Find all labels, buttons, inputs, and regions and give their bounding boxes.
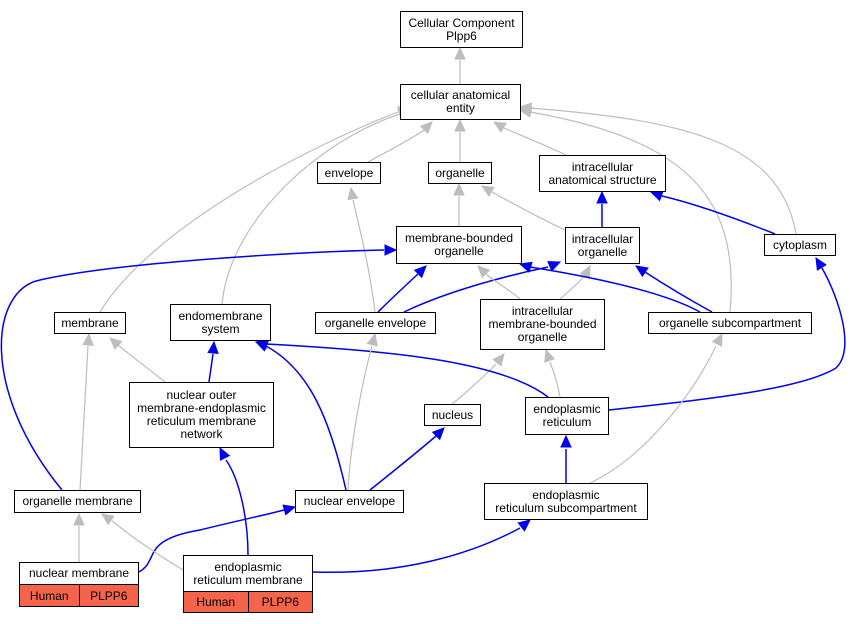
gene-badge: PLPP6 <box>78 585 139 606</box>
node-organelle-envelope[interactable]: organelle envelope <box>315 312 436 334</box>
arrowhead <box>517 519 531 532</box>
arrowhead <box>518 106 533 118</box>
node-organelle-membrane[interactable]: organelle membrane <box>14 490 141 513</box>
arrowhead <box>579 264 591 279</box>
arrowhead <box>453 182 465 196</box>
arrowhead <box>109 337 123 350</box>
edge-nucenv-to-nucleus <box>369 427 445 491</box>
edge-orgenv-to-envelope <box>347 186 376 313</box>
arrowhead <box>73 512 85 526</box>
edge-mbo-to-organelle <box>453 182 465 226</box>
edge-er-to-cytoplasm <box>608 256 846 411</box>
edge-nomern-to-endomembrane <box>207 340 219 383</box>
edge-membrane-to-cae <box>99 106 412 313</box>
edge-organelle-to-cae <box>454 118 466 162</box>
node-er-subcompartment[interactable]: endoplasmic reticulum subcompartment <box>484 483 648 520</box>
arrowhead <box>254 340 269 352</box>
node-intracellular-membrane-bounded-organelle[interactable]: intracellular membrane-bounded organelle <box>480 299 605 350</box>
edge-orgmem-to-membrane <box>79 332 94 491</box>
arrowhead <box>711 332 723 347</box>
arrowhead <box>492 121 507 133</box>
edge-nucenv-to-orgenv <box>347 332 378 491</box>
arrowhead <box>518 261 533 273</box>
node-cellular-anatomical-entity[interactable]: cellular anatomical entity <box>400 84 521 120</box>
edge-orgenv-to-mbo <box>377 265 427 313</box>
arrowhead <box>544 348 556 363</box>
edge-ermem-to-ersub <box>312 519 531 574</box>
edge-orgmem-to-mbo <box>0 244 398 491</box>
edge-nucmem-to-orgmem <box>73 512 85 562</box>
arrowhead <box>347 186 359 201</box>
arrowhead <box>366 332 378 347</box>
node-nuclear-membrane[interactable]: nuclear membrane <box>19 562 139 585</box>
node-endomembrane-system[interactable]: endomembrane system <box>170 304 271 341</box>
edge-nucmem-to-nucenv <box>138 504 297 573</box>
arrowhead <box>480 185 495 197</box>
node-nuclear-outer-membrane-er-network[interactable]: nuclear outer membrane-endoplasmic retic… <box>129 382 274 448</box>
arrowhead <box>413 265 427 279</box>
edge-io-to-ias <box>596 190 608 227</box>
arrowhead <box>82 332 94 346</box>
edge-io-to-organelle <box>480 185 566 231</box>
node-er-membrane[interactable]: endoplasmic reticulum membrane <box>183 555 313 592</box>
edge-orgsub-to-cae <box>518 106 732 313</box>
annotation-row-nuclear-membrane: Human PLPP6 <box>19 584 139 607</box>
node-intracellular-anatomical-structure[interactable]: intracellular anatomical structure <box>539 155 666 192</box>
edge-orgenv-to-io <box>403 261 562 313</box>
edge-er-to-imbo <box>544 348 561 398</box>
arrowhead <box>492 353 505 367</box>
arrowhead <box>454 118 466 132</box>
arrowhead <box>454 46 466 60</box>
node-organelle-subcompartment[interactable]: organelle subcompartment <box>648 312 812 334</box>
node-endoplasmic-reticulum[interactable]: endoplasmic reticulum <box>525 397 609 435</box>
edge-cae-to-root <box>454 46 466 84</box>
edge-imbo-to-mbo <box>477 265 521 300</box>
gene-badge: PLPP6 <box>247 592 313 612</box>
species-badge: Human <box>196 595 236 609</box>
arrowhead <box>219 446 231 461</box>
edge-orgsub-to-mbo <box>518 261 701 313</box>
edge-ersub-to-orgsub <box>589 332 723 484</box>
edge-endomembrane-to-cae <box>221 108 412 305</box>
arrowhead <box>560 434 572 448</box>
arrowhead <box>431 427 445 441</box>
arrowhead <box>384 244 398 256</box>
arrowhead <box>282 504 297 516</box>
node-cellular-component-root[interactable]: Cellular Component Plpp6 <box>400 11 523 48</box>
edge-nomern-to-membrane <box>109 337 166 383</box>
arrowhead <box>419 121 433 135</box>
edge-ersub-to-er <box>560 434 572 483</box>
node-nucleus[interactable]: nucleus <box>424 404 481 426</box>
node-intracellular-organelle[interactable]: intracellular organelle <box>565 227 640 264</box>
edge-orgsub-to-io <box>634 265 713 313</box>
node-membrane-bounded-organelle[interactable]: membrane-bounded organelle <box>396 226 522 264</box>
node-membrane[interactable]: membrane <box>54 312 126 334</box>
node-organelle[interactable]: organelle <box>428 162 492 184</box>
arrowhead <box>596 190 608 204</box>
arrowhead <box>815 256 827 271</box>
arrowhead <box>207 340 219 354</box>
node-envelope[interactable]: envelope <box>317 162 381 184</box>
edge-envelope-to-cae <box>367 121 433 163</box>
edge-ermem-to-orgmem <box>101 513 184 571</box>
edge-ermem-to-nomern <box>219 446 249 556</box>
edge-cytoplasm-to-ias <box>649 190 776 235</box>
arrowhead <box>649 190 664 202</box>
edge-nucleus-to-imbo <box>451 353 505 405</box>
arrowhead <box>547 261 562 272</box>
edge-imbo-to-io <box>559 264 591 300</box>
edge-ias-to-cae <box>492 121 567 156</box>
species-badge: Human <box>29 588 69 603</box>
annotation-row-er-membrane: Human PLPP6 <box>183 591 313 613</box>
node-nuclear-envelope[interactable]: nuclear envelope <box>295 490 404 513</box>
node-cytoplasm[interactable]: cytoplasm <box>764 234 836 256</box>
edge-nucenv-to-endomembrane <box>254 340 347 491</box>
arrowhead <box>634 265 649 278</box>
arrowhead <box>477 265 491 279</box>
arrowhead <box>101 513 115 526</box>
